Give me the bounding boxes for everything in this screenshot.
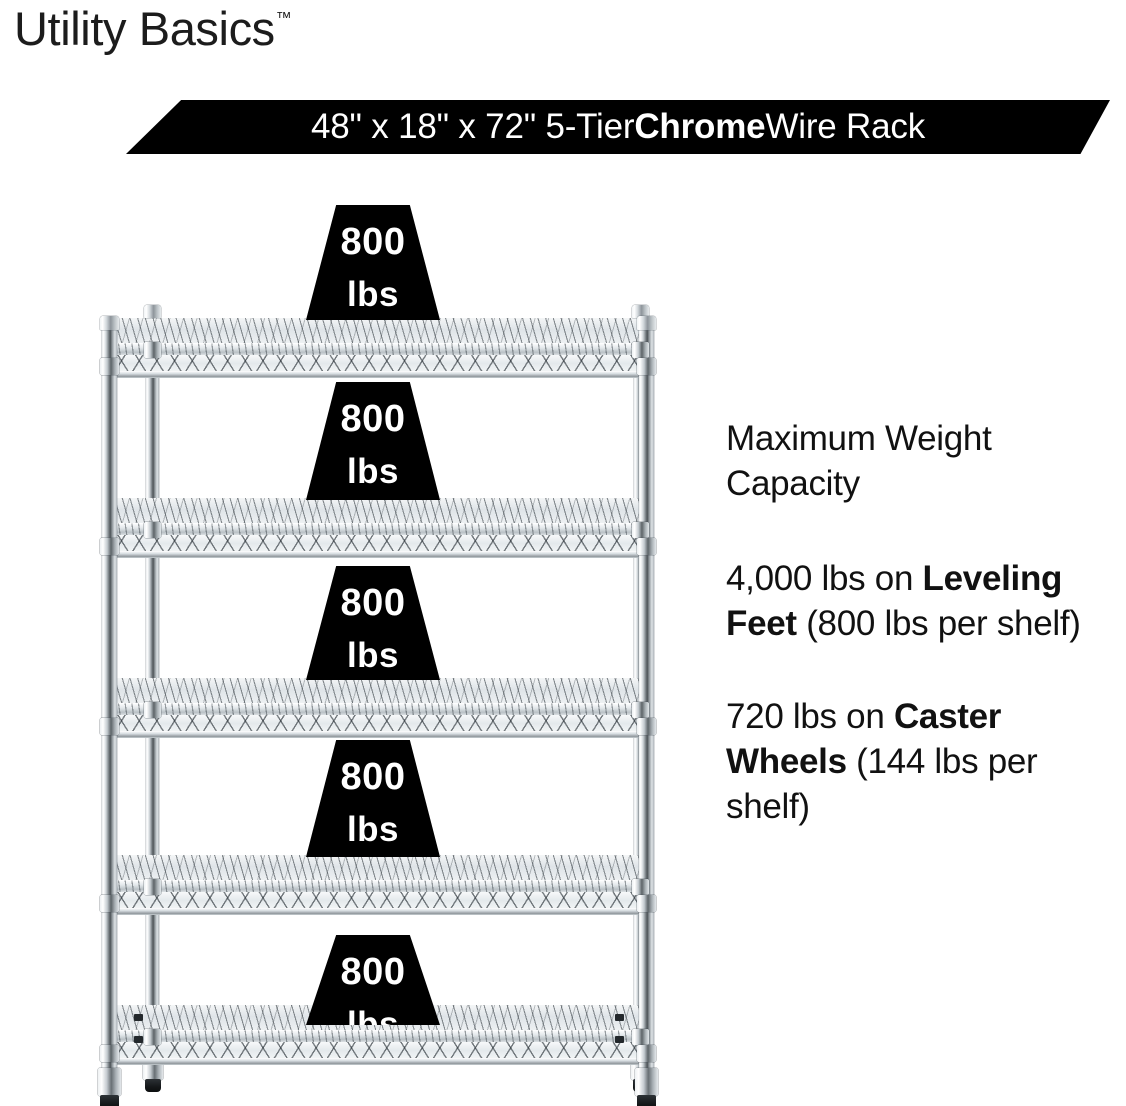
collar-rear-right-tier-2 [632, 522, 649, 538]
shelf-clip-right-upper [615, 1014, 624, 1021]
callout-1-value: 800 [340, 221, 406, 263]
shelf-5-rail [112, 1030, 644, 1043]
brand-name: Utility Basics [14, 2, 275, 55]
shelf-clip-right-lower [615, 1036, 624, 1043]
front-left-post [102, 322, 117, 1072]
callout-1-unit: lbs [346, 275, 400, 314]
shelf-1-frame [109, 371, 647, 378]
front-left-post-cap [100, 316, 119, 330]
banner-emphasis: Chrome [634, 107, 766, 146]
shelf-tier-1 [106, 318, 650, 378]
leveling-lead: 4,000 lbs on [726, 559, 923, 598]
collar-rear-right-tier-4 [632, 879, 649, 895]
rear-right-post-cap [632, 305, 649, 318]
collar-front-right-tier-4 [637, 895, 656, 912]
shelf-2-frame [109, 551, 647, 558]
callout-3-unit: lbs [346, 636, 400, 675]
shelf-1-rail [112, 343, 644, 356]
foot-sleeve-front-right [635, 1068, 658, 1096]
capacity-callout-tier-2: 800 lbs [306, 382, 440, 500]
collar-front-right-tier-1 [637, 358, 656, 375]
capacity-callout-tier-1: 800 lbs [306, 205, 440, 320]
shelf-3-rail [112, 703, 644, 716]
callout-5-unit: lbs [346, 1005, 400, 1044]
callout-4-unit: lbs [346, 810, 400, 849]
banner-dimensions: 48" x 18" x 72" 5-Tier [310, 107, 635, 146]
collar-rear-left-tier-2 [144, 522, 161, 538]
front-right-post [639, 322, 654, 1072]
collar-rear-right-tier-1 [632, 342, 649, 358]
rear-left-post-cap [144, 305, 161, 318]
caster-emphasis: Caster Wheels [726, 697, 1002, 781]
shelf-3-deck [106, 678, 650, 704]
title-banner-text: 48" x 18" x 72" 5-Tier Chrome Wire Rack [126, 100, 1110, 154]
callout-2-unit: lbs [346, 452, 400, 491]
caster-tail: (144 lbs per shelf) [726, 742, 1038, 826]
shelf-4-deck [106, 855, 650, 881]
weight-capacity-heading: Maximum Weight Capacity [726, 419, 992, 503]
collar-rear-left-tier-3 [144, 702, 161, 718]
shelf-4-frame [109, 908, 647, 915]
collar-front-left-tier-1 [100, 358, 119, 375]
foot-tip-front-left [99, 1095, 120, 1106]
capacity-callout-tier-3: 800 lbs [306, 566, 440, 680]
shelf-5-truss [110, 1042, 646, 1059]
shelf-tier-3 [106, 678, 650, 738]
leveling-foot-front-left [98, 1068, 121, 1106]
shelf-tier-2 [106, 498, 650, 558]
collar-front-left-tier-2 [100, 538, 119, 555]
shelf-clip-left-lower [134, 1036, 143, 1043]
weight-capacity-panel: Maximum Weight Capacity 4,000 lbs on Lev… [726, 416, 1100, 829]
wire-rack-illustration: 800 lbs 800 lbs 800 lbs 800 lbs 800 lbs [88, 205, 668, 1106]
shelf-2-truss [110, 535, 646, 552]
front-right-post-cap [637, 316, 656, 330]
banner-suffix: Wire Rack [765, 107, 926, 146]
collar-front-right-tier-2 [637, 538, 656, 555]
shelf-1-deck [106, 318, 650, 344]
shelf-1-truss [110, 355, 646, 372]
shelf-tier-4 [106, 855, 650, 915]
shelf-clip-left-upper [134, 1014, 143, 1021]
collar-front-right-tier-5 [637, 1045, 656, 1062]
capacity-callout-tier-5: 800 lbs [306, 935, 440, 1025]
caster-lead: 720 lbs on [726, 697, 894, 736]
foot-tip-rear-left [144, 1079, 162, 1092]
shelf-4-rail [112, 880, 644, 893]
callout-5-value: 800 [340, 951, 406, 993]
collar-front-left-tier-5 [100, 1045, 119, 1062]
title-banner: 48" x 18" x 72" 5-Tier Chrome Wire Rack [126, 100, 1110, 154]
shelf-3-frame [109, 731, 647, 738]
caster-wheels-capacity: 720 lbs on Caster Wheels (144 lbs per sh… [726, 694, 1100, 829]
shelf-5-frame [109, 1058, 647, 1065]
collar-rear-right-tier-5 [632, 1029, 649, 1045]
callout-2-value: 800 [340, 398, 406, 440]
leveling-tail: (800 lbs per shelf) [796, 604, 1081, 643]
collar-rear-left-tier-4 [144, 879, 161, 895]
capacity-callout-tier-4: 800 lbs [306, 740, 440, 857]
shelf-2-rail [112, 523, 644, 536]
collar-rear-right-tier-3 [632, 702, 649, 718]
leveling-emphasis: Leveling Feet [726, 559, 1063, 643]
brand-logo: Utility Basics™ [14, 2, 292, 56]
shelf-4-truss [110, 892, 646, 909]
foot-tip-front-right [636, 1095, 657, 1106]
collar-front-left-tier-3 [100, 718, 119, 735]
trademark-symbol: ™ [275, 10, 292, 27]
collar-rear-left-tier-5 [144, 1029, 161, 1045]
foot-sleeve-front-left [98, 1068, 121, 1096]
shelf-3-truss [110, 715, 646, 732]
shelf-2-deck [106, 498, 650, 524]
collar-front-right-tier-3 [637, 718, 656, 735]
leveling-feet-capacity: 4,000 lbs on Leveling Feet (800 lbs per … [726, 556, 1100, 646]
callout-3-value: 800 [340, 582, 406, 624]
collar-rear-left-tier-1 [144, 342, 161, 358]
callout-4-value: 800 [340, 756, 406, 798]
collar-front-left-tier-4 [100, 895, 119, 912]
leveling-foot-front-right [635, 1068, 658, 1106]
